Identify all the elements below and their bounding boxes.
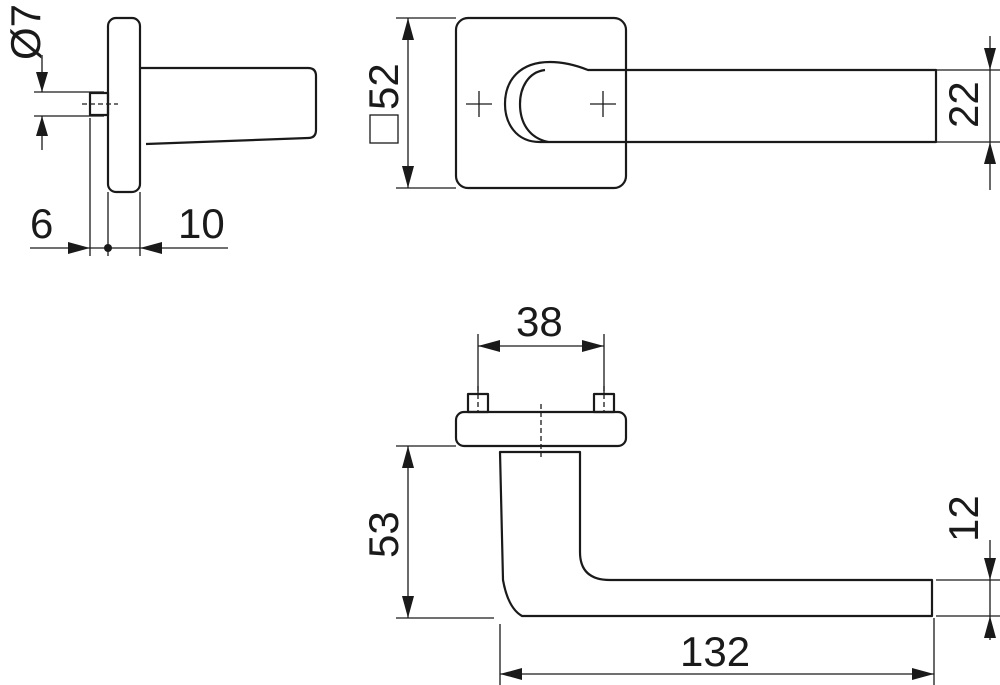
side-lever-body xyxy=(140,66,318,146)
dim-lever-length: 132 xyxy=(680,628,750,675)
dim-rose-thickness: 10 xyxy=(178,200,225,247)
dim-rose-spacing: 38 xyxy=(516,298,563,345)
dim-spindle-length: 6 xyxy=(30,200,53,247)
front-rose-plate xyxy=(454,16,628,190)
side-view: Ø7 6 10 xyxy=(2,4,318,256)
front-screw-marks xyxy=(466,91,616,117)
dim-lever-thickness: 12 xyxy=(940,495,987,542)
dim-lever-projection: 53 xyxy=(360,511,407,558)
bottom-view: 38 53 12 132 xyxy=(360,298,1000,685)
front-view: 52 22 xyxy=(360,16,1000,190)
dim-lever-width: 22 xyxy=(940,81,987,128)
side-rose-plate xyxy=(106,16,142,194)
front-lever-neck xyxy=(518,68,549,144)
bottom-lever-body xyxy=(498,450,934,618)
square-symbol xyxy=(369,114,399,144)
front-lever xyxy=(503,60,938,144)
dim-shaft-diameter: Ø7 xyxy=(2,4,49,60)
dim-rose-square: 52 xyxy=(360,63,407,110)
